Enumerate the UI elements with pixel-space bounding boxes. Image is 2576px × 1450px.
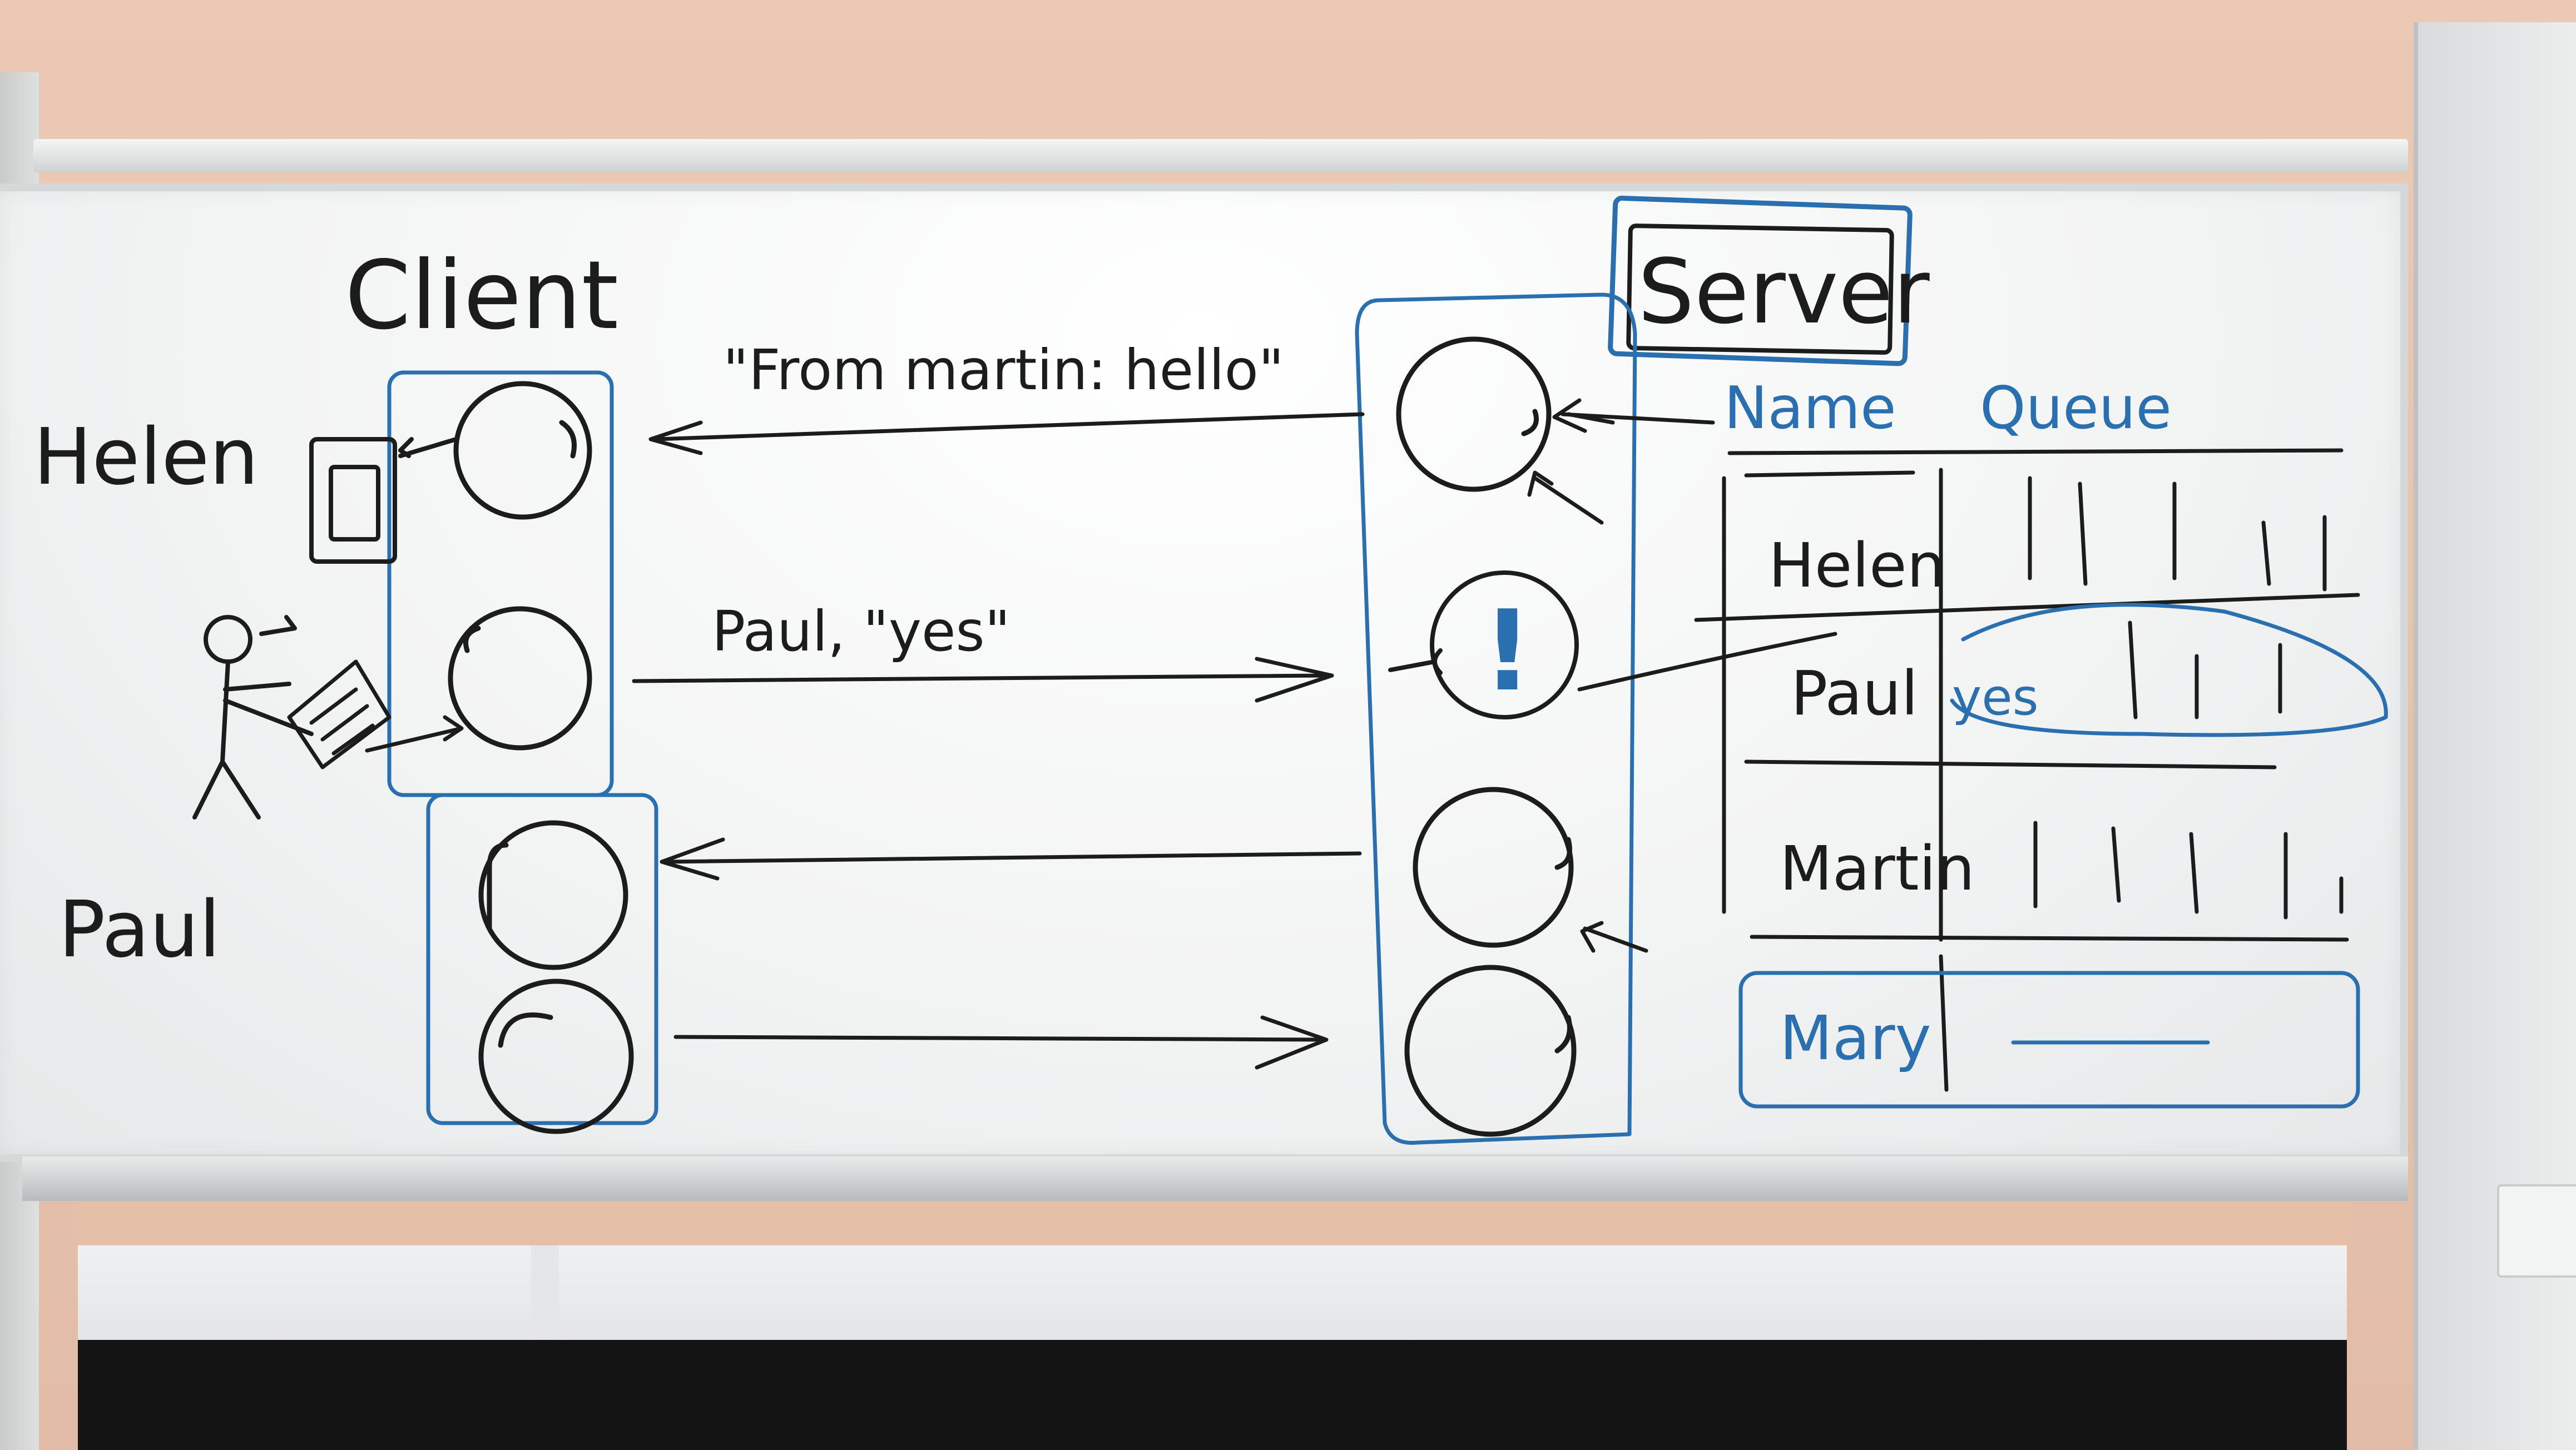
wall-clip (2497, 1184, 2576, 1278)
phone-icon (309, 437, 458, 564)
table-lines (1694, 448, 2360, 1092)
cabinet-dark-strip (78, 1340, 2347, 1450)
server-title: Server (1638, 240, 1930, 344)
message-label-helen: "From martin: hello" (723, 337, 1284, 403)
client-thread-circles (448, 381, 634, 1134)
server-threads-box (1355, 292, 1637, 1145)
server-title-inner-box (1626, 224, 1894, 355)
board-top-rail (33, 139, 2408, 172)
arrow-paul-to-server (632, 657, 1334, 703)
client-title: Client (345, 241, 618, 351)
table-row-name: Mary (1780, 1002, 1931, 1074)
server-thread-alert-circle (1430, 570, 1579, 719)
user-label-paul: Paul (58, 885, 221, 975)
user-label-helen: Helen (33, 412, 259, 503)
table-row-name: Helen (1768, 530, 1945, 601)
arrow-server-to-helen (648, 412, 1365, 455)
client-thread-circle (448, 606, 592, 751)
client-box-helen (387, 370, 614, 797)
table-row-mary-box (1738, 971, 2360, 1109)
client-thread-circle (453, 381, 592, 520)
server-thread-circle (1413, 787, 1574, 948)
message-label-paul: Paul, "yes" (712, 599, 1010, 664)
queue-highlight-loop (1950, 603, 2388, 737)
keyboard-icon (287, 659, 464, 769)
table-header-name: Name (1724, 374, 1896, 442)
table-row-name: Paul (1791, 658, 1918, 729)
message-arrows (632, 398, 1837, 1070)
table-header-queue: Queue (1980, 374, 2172, 442)
queue-ticks (2028, 476, 2344, 920)
arrow-paul-to-server-2 (673, 1015, 1329, 1070)
alert-mark: ! (1482, 587, 1533, 716)
server-thread-circle (1404, 965, 1577, 1137)
stick-figure-icon (192, 615, 314, 820)
arrow-return-2 (1580, 921, 1648, 953)
arrow-to-alert (1577, 632, 1837, 692)
arrow-server-to-paul-1 (660, 837, 1362, 881)
server-thread-circle (1396, 336, 1552, 492)
client-box-paul (426, 793, 658, 1125)
server-title-box (1608, 195, 1913, 366)
line-queue-to-thread (1561, 412, 1715, 425)
server-thread-circles (1396, 336, 1577, 1137)
client-thread-circle (478, 820, 628, 970)
client-thread-circle (478, 979, 634, 1134)
marker-tray (22, 1156, 2408, 1201)
table-row-queue: yes (1952, 668, 2039, 727)
server-thread-alert-tick (1388, 648, 1443, 675)
table-row-name: Martin (1780, 833, 1975, 904)
arrow-return-1 (1527, 470, 1604, 525)
